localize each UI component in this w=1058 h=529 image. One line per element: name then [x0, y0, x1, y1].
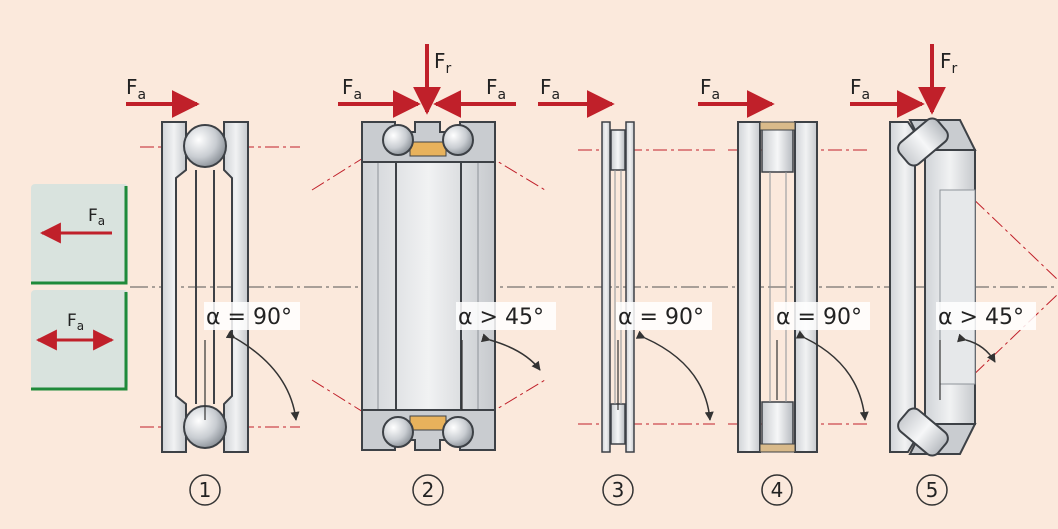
contact-angle-label: α = 90° — [206, 305, 292, 330]
bearing-5-spherical-roller-thrust: Fa Fr α > 45° 5 — [850, 44, 1058, 506]
bearing-number: 4 — [771, 478, 784, 502]
legend-force-label: Fa — [67, 311, 84, 333]
ball-icon — [382, 124, 414, 156]
bearing-3-thrust-needle-roller: Fa α = 90° 3 — [538, 75, 715, 506]
angle-arc-icon — [957, 333, 996, 363]
legend-double-direction-box: Fa — [31, 290, 128, 391]
contact-angle-label: α = 90° — [776, 305, 862, 330]
contact-angle-label: α > 45° — [458, 305, 544, 330]
ball-icon — [183, 124, 227, 168]
angle-arc-icon — [795, 330, 869, 421]
legend-single-direction-box: Fa — [31, 184, 128, 285]
force-label: Fa — [342, 75, 362, 103]
force-label: Fa — [540, 75, 560, 103]
ball-icon — [442, 416, 474, 448]
bearing-number: 1 — [199, 478, 212, 502]
force-label: Fa — [700, 75, 720, 103]
force-label: Fa — [486, 75, 506, 103]
contact-angle-label: α > 45° — [938, 305, 1024, 330]
bearing-2-angular-contact-thrust-ball: Fa Fr Fa α > 45° 2 — [311, 44, 556, 506]
bearing-1-thrust-ball: Fa α = 90° 1 — [126, 75, 300, 506]
bearing-4-thrust-cylindrical-roller: Fa α = 90° 4 — [698, 75, 870, 506]
bearing-number: 5 — [926, 478, 939, 502]
force-label: Fa — [126, 75, 146, 103]
angle-arc-icon — [225, 330, 300, 421]
angle-arc-icon — [480, 333, 541, 371]
force-label: Fr — [940, 49, 958, 77]
ball-icon — [382, 416, 414, 448]
ball-icon — [442, 124, 474, 156]
bearing-number: 3 — [612, 478, 625, 502]
force-label: Fa — [850, 75, 870, 103]
angle-arc-icon — [635, 330, 714, 421]
legend-force-label: Fa — [88, 206, 105, 228]
bearing-number: 2 — [422, 478, 435, 502]
contact-angle-label: α = 90° — [618, 305, 704, 330]
force-label: Fr — [434, 49, 452, 77]
